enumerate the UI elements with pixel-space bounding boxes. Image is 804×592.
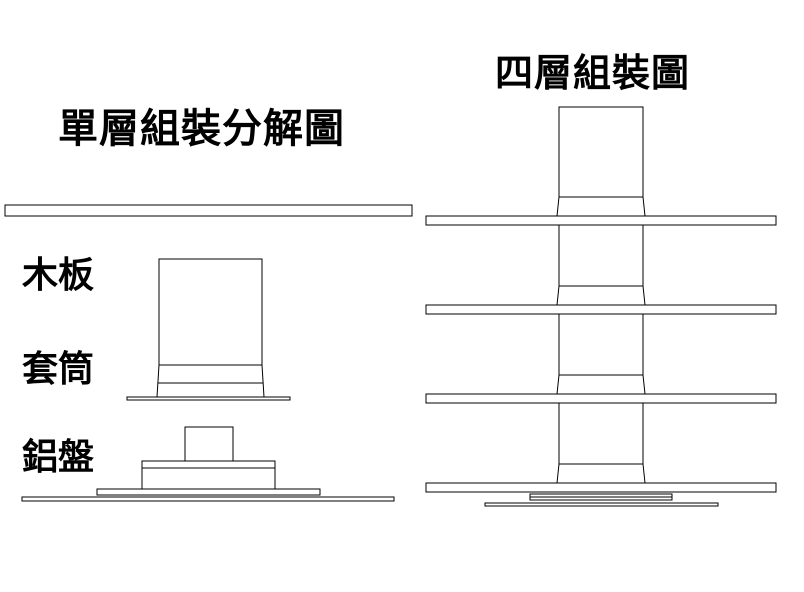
aluminum-tray-part [21, 426, 395, 502]
layer-4-board [425, 482, 777, 493]
tray-boss [141, 460, 276, 490]
label-sleeve: 套筒 [22, 349, 95, 390]
sleeve-collar [156, 364, 265, 398]
exploded-view [4, 204, 413, 502]
bottom-aluminum-tray [484, 493, 719, 507]
layer-4 [425, 402, 777, 493]
layer-1-sleeve-body [558, 106, 644, 198]
layer-4-sleeve-body [558, 402, 644, 465]
layer-4-sleeve-collar [556, 463, 646, 484]
single-layer-exploded-title: 單層組裝分解圖 [58, 106, 345, 152]
tray-top-stub [184, 426, 234, 462]
four-layer-stack [425, 106, 777, 507]
sleeve-body [158, 258, 263, 366]
four-layer-assembly-title: 四層組裝圖 [495, 51, 691, 95]
tray-base-plate [21, 496, 395, 502]
label-tray: 鋁盤 [22, 437, 95, 478]
layer-3 [425, 313, 777, 404]
wooden-board [4, 204, 413, 217]
bottom-tray-base-plate [484, 502, 719, 507]
layer-1-sleeve-collar [556, 196, 646, 217]
layer-2-sleeve-body [558, 224, 644, 287]
layer-2-sleeve-collar [556, 285, 646, 306]
layer-2-board [425, 304, 777, 315]
layer-1-board [425, 215, 777, 226]
sleeve-part [126, 258, 291, 401]
layer-3-sleeve-body [558, 313, 644, 376]
layer-3-board [425, 393, 777, 404]
layer-3-sleeve-collar [556, 374, 646, 395]
tray-rim [96, 488, 321, 496]
layer-1 [425, 106, 777, 226]
layer-2 [425, 224, 777, 315]
label-board: 木板 [22, 255, 95, 296]
sleeve-flange [126, 396, 291, 401]
